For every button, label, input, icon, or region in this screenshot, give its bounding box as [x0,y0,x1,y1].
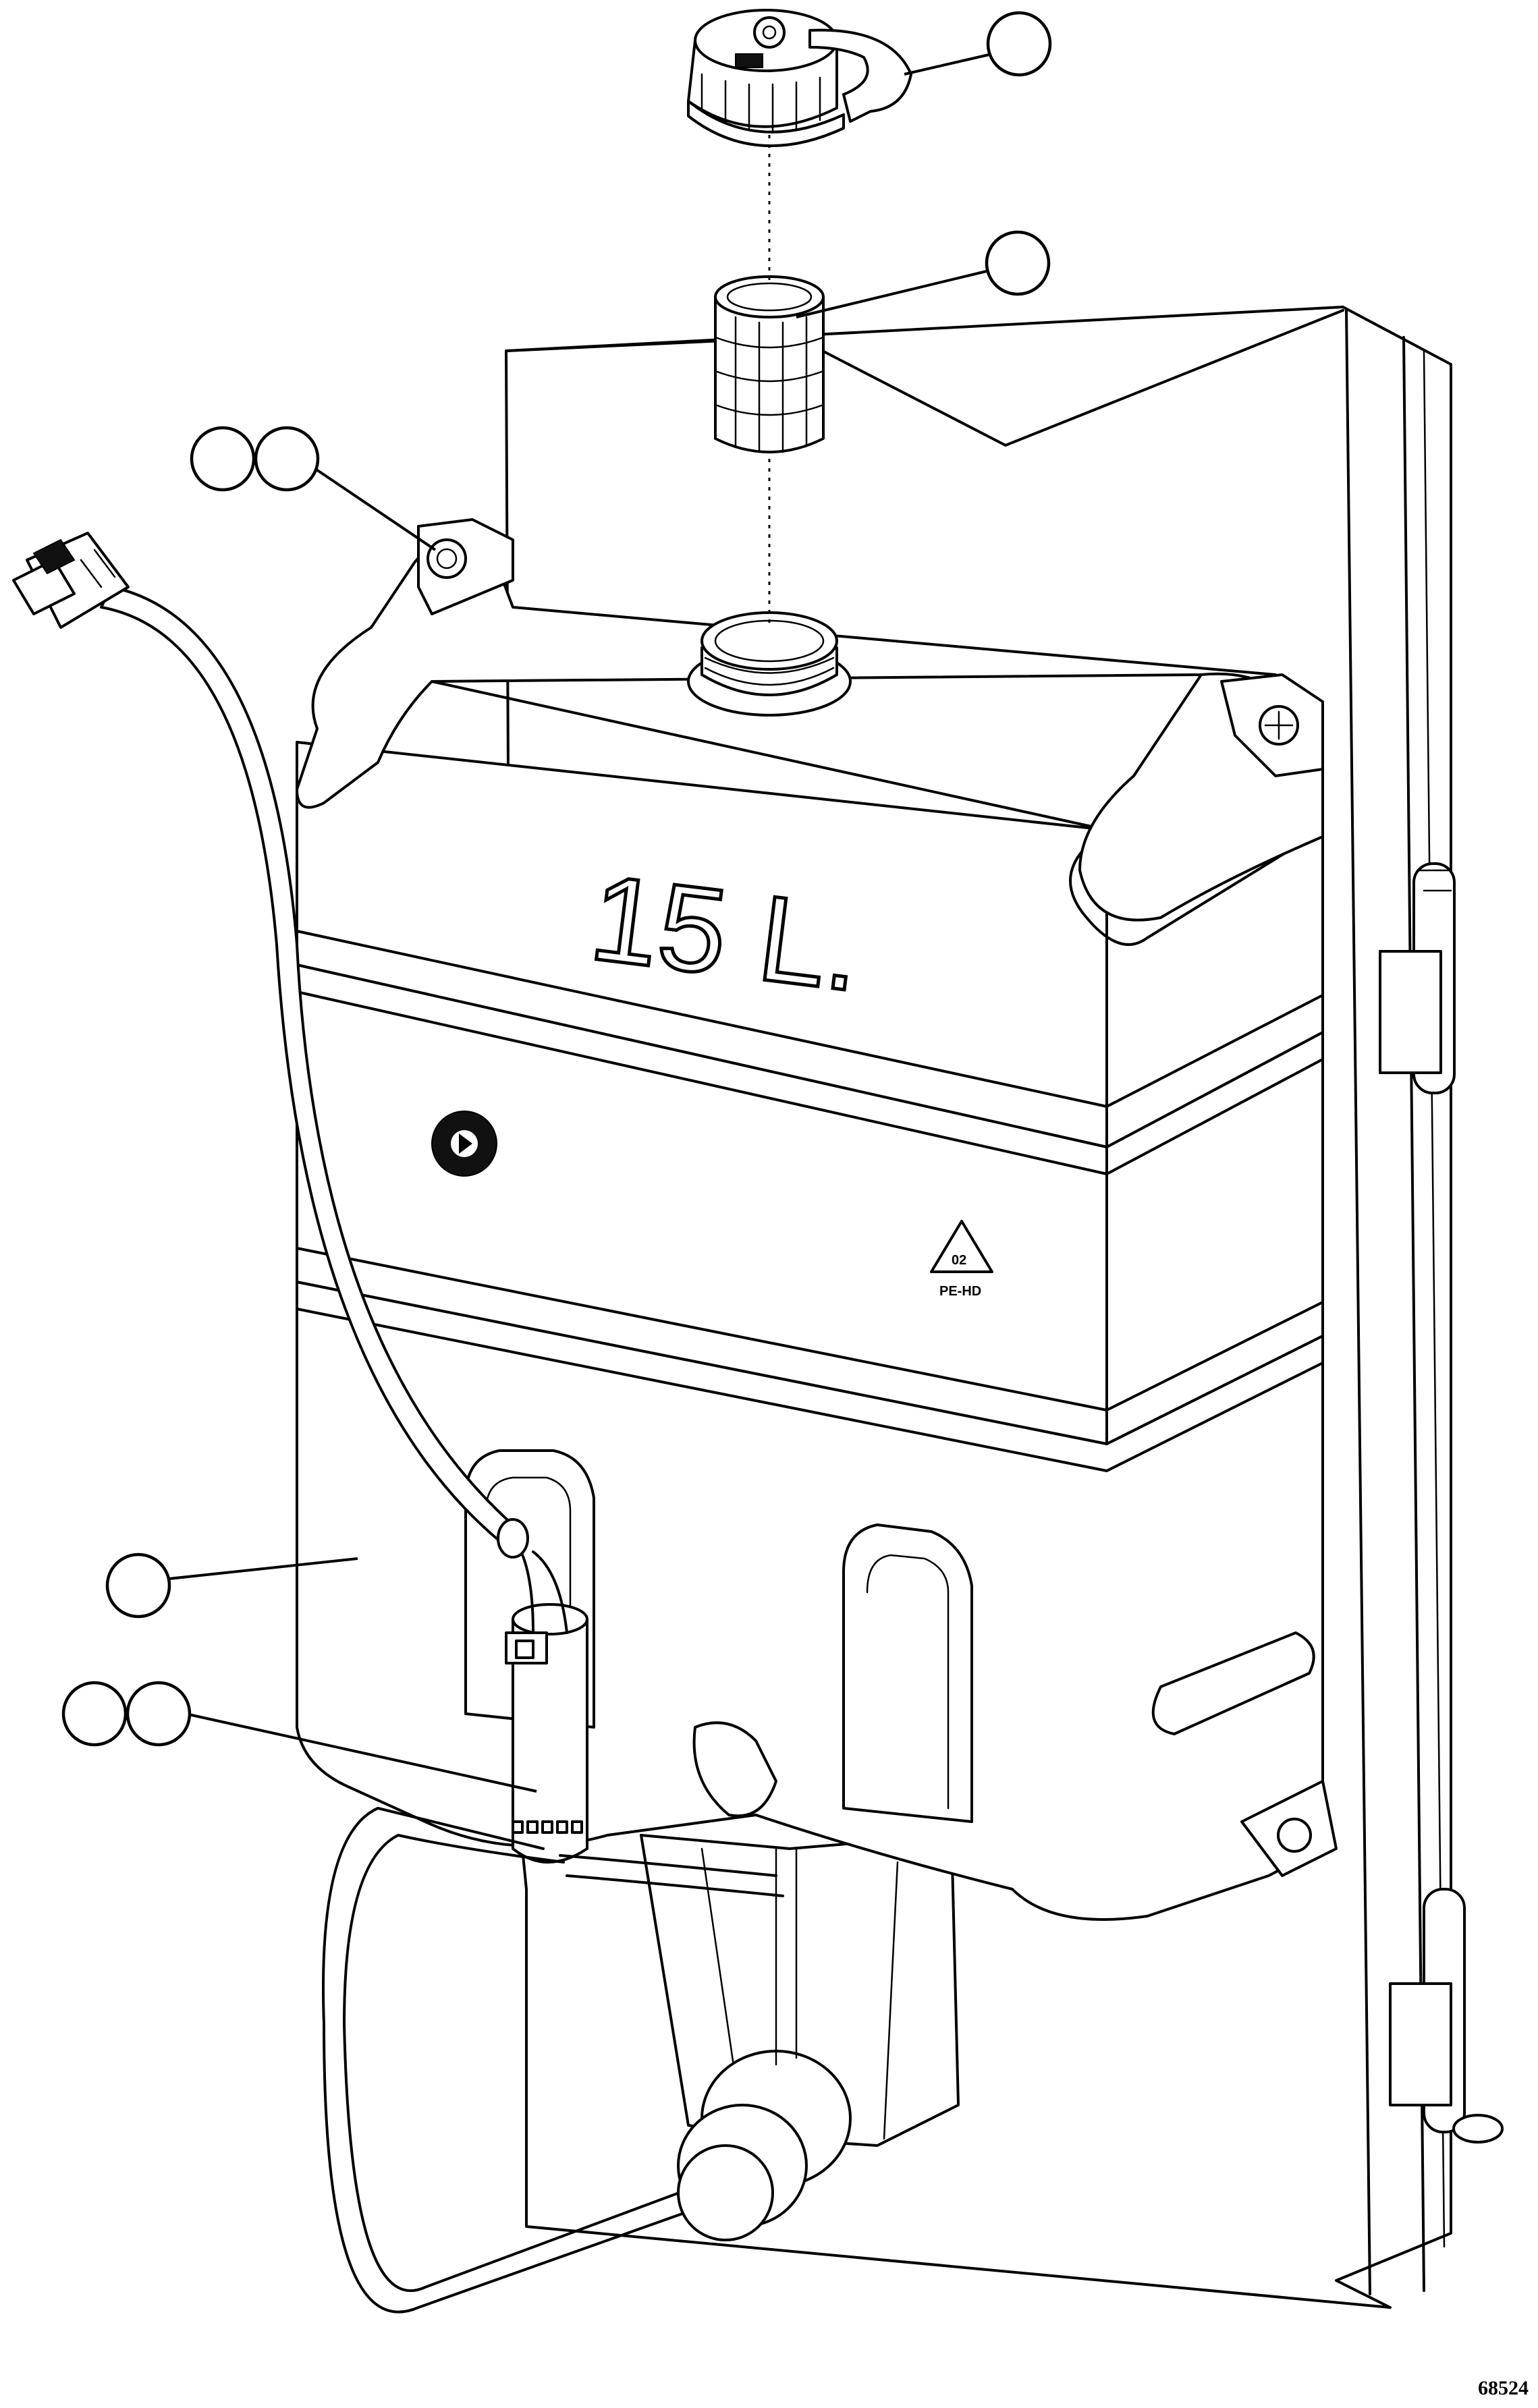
callout-washer-pump-a [61,1681,128,1747]
drain-outlet [692,1721,777,1818]
pump-wiring-harness [100,586,568,1634]
filler-neck [687,611,852,717]
callout-filler-strainer [985,230,1051,296]
outlet-hose [322,1807,784,2314]
harness-connector [12,532,130,629]
pump-terminal-row [512,1820,583,1834]
recycling-symbol: 02 PE-HD [930,1220,993,1299]
filler-strainer [714,275,825,453]
washer-pump [505,1603,588,1864]
material-marking: PE-HD [939,1284,981,1299]
callout-mount-bolt-b [254,426,320,492]
filler-cap [687,9,912,148]
lower-hinge [1389,1888,1504,2144]
callouts [61,11,1052,1793]
recycling-code: 02 [952,1253,966,1268]
figure-reference-number: 68524 [1478,2377,1529,2399]
callout-mount-bolt-a [190,426,256,492]
bottom-right-mount-tab [1240,1780,1338,1877]
callout-filler-cap [986,11,1052,77]
top-right-mount-tab [1220,673,1324,777]
mould-channel-right [842,1523,973,1823]
callout-washer-pump-b [126,1681,192,1747]
top-left-mount-tab [417,518,514,615]
pump-outlet-nozzle [677,1847,852,2241]
mould-date-stamp [431,1111,497,1177]
callout-washer-tank [105,1552,171,1619]
upper-hinge [1379,862,1456,1094]
mould-channel-left [464,1449,595,1729]
